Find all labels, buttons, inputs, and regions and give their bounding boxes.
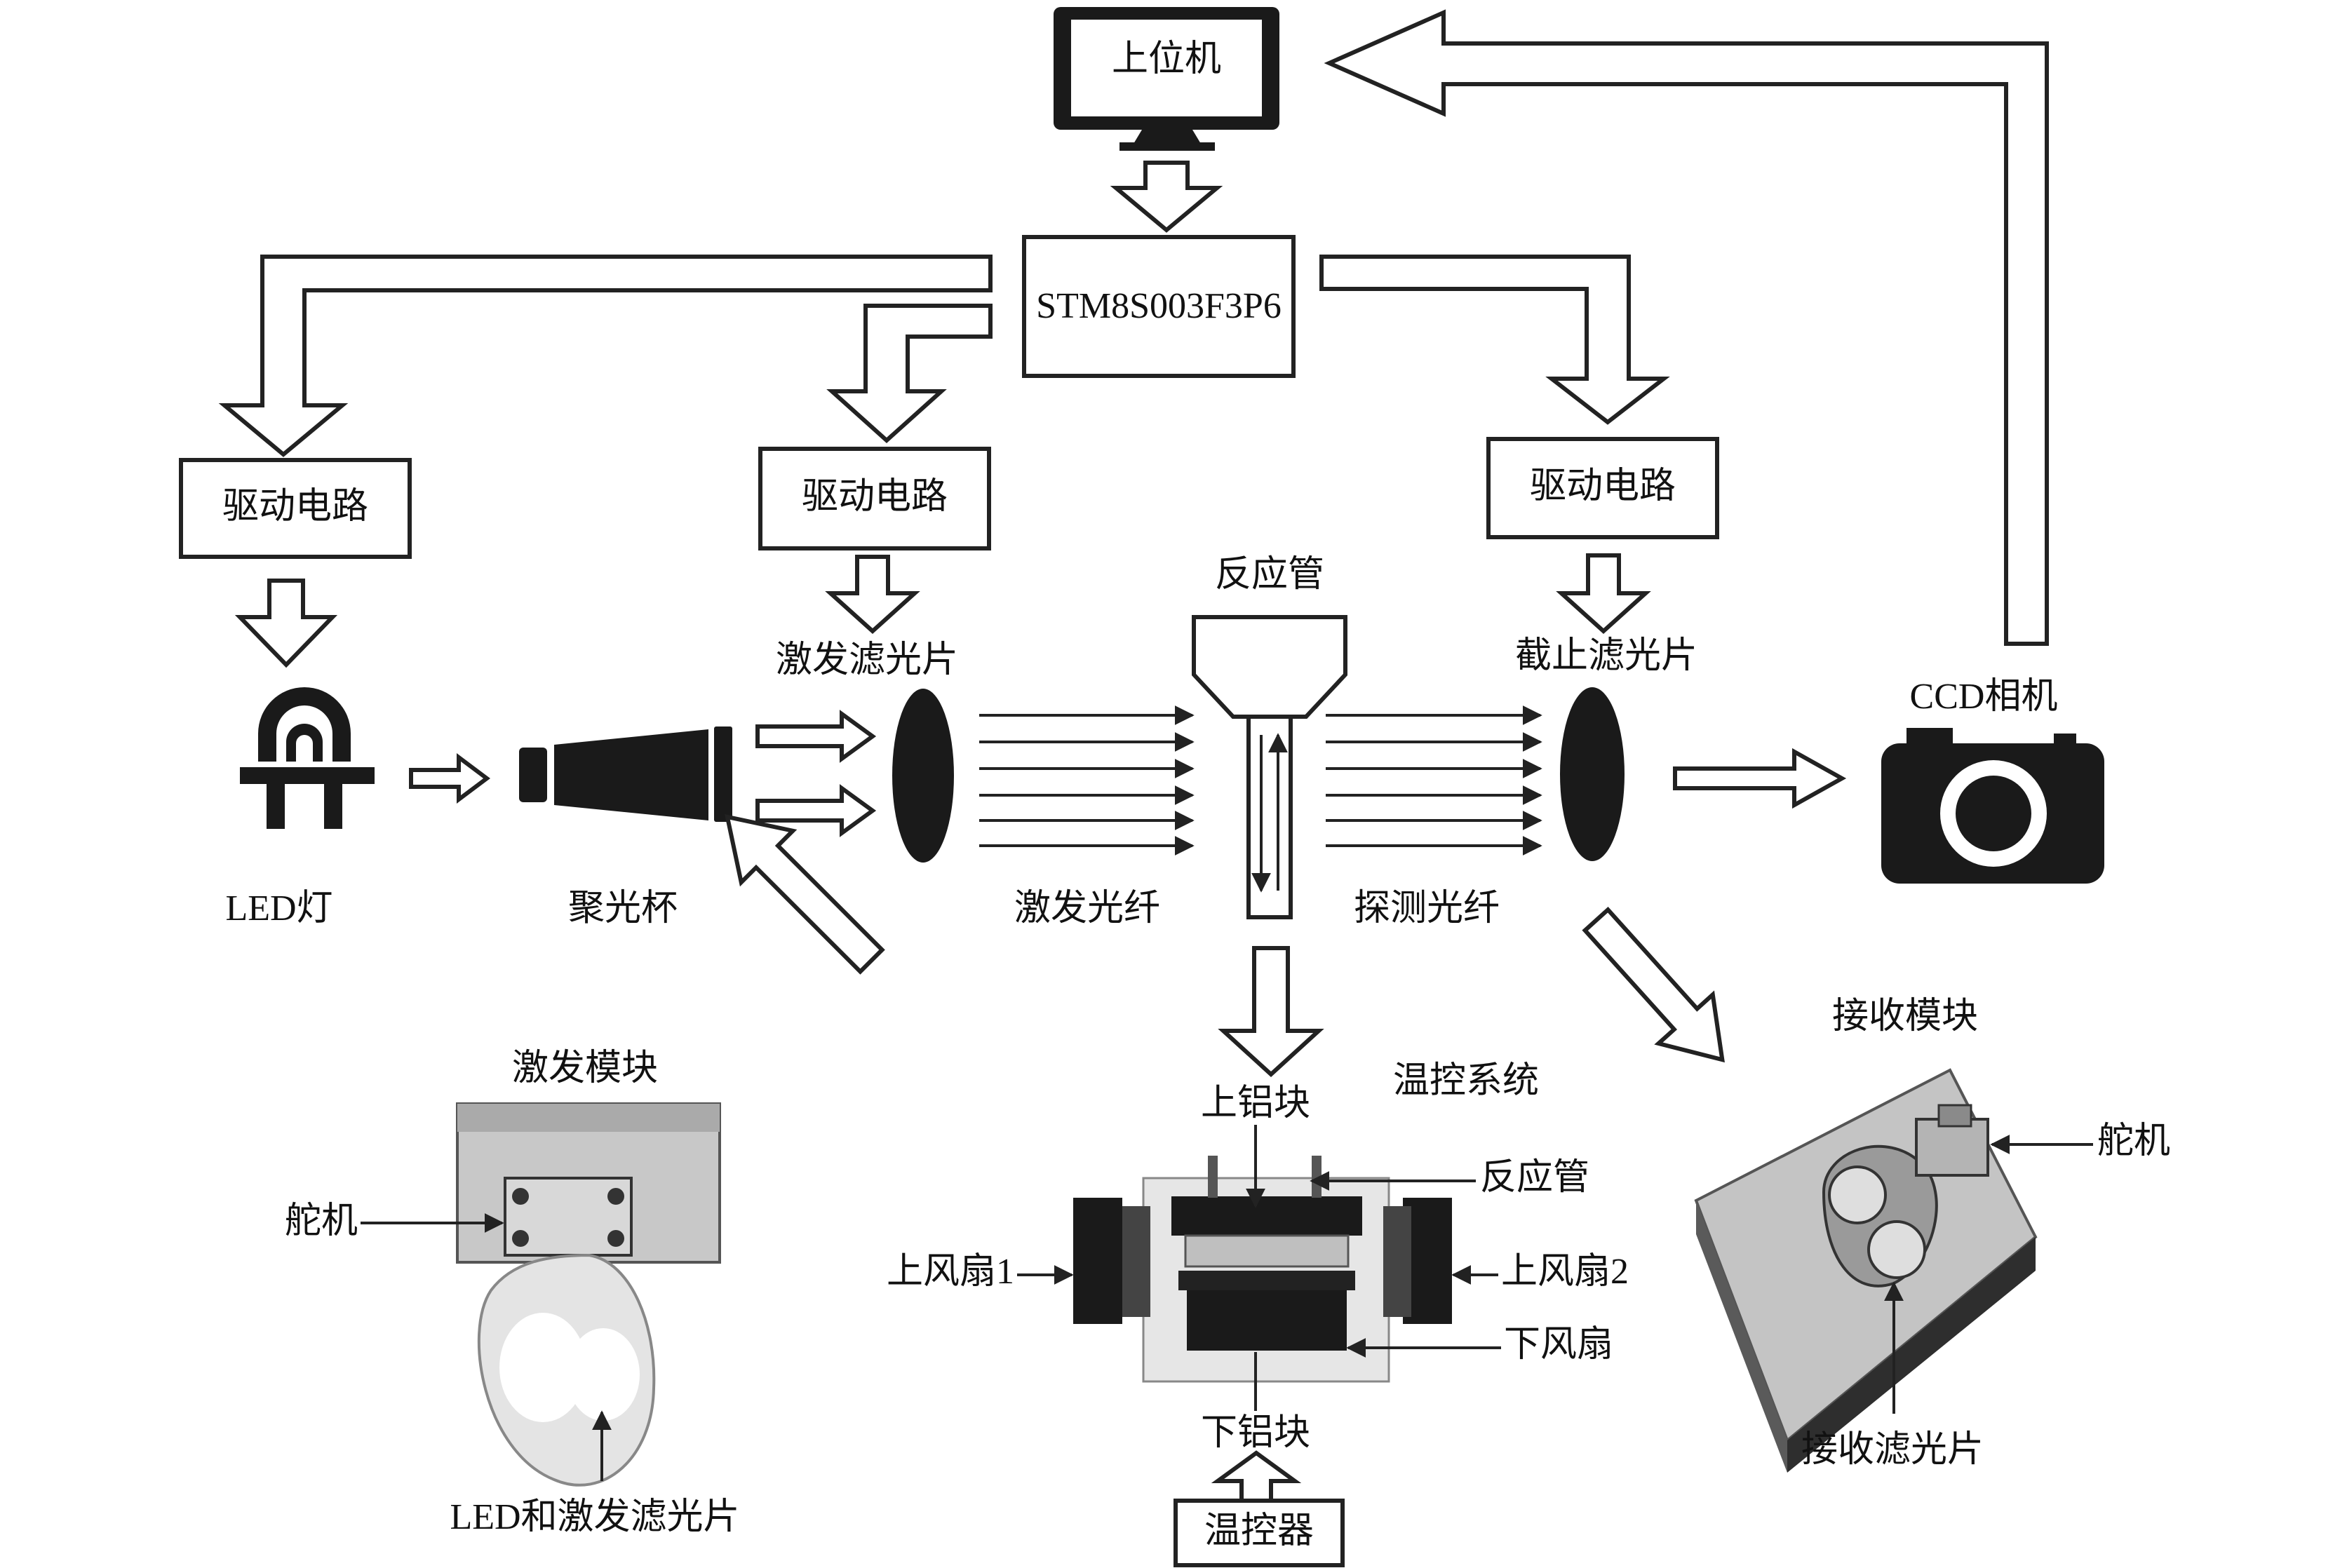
led-lamp-label: LED灯 xyxy=(225,888,332,928)
mcu-label: STM8S003F3P6 xyxy=(1036,286,1282,326)
temp-controller-label: 温控器 xyxy=(1204,1511,1314,1551)
condenser-cup-icon xyxy=(519,726,732,822)
arrow-led-to-cup xyxy=(409,753,490,804)
arrow-to-excitation-module xyxy=(725,814,885,975)
cutoff-filter-lens xyxy=(1560,687,1625,861)
lower-fan-label: 下风扇 xyxy=(1504,1325,1613,1365)
receive-module-image xyxy=(1694,1068,2038,1473)
cutoff-filter-label: 截止滤光片 xyxy=(1515,636,1697,676)
reaction-tube-label: 反应管 xyxy=(1215,555,1324,595)
receive-module-title: 接收模块 xyxy=(1832,996,1978,1036)
ccd-camera-icon xyxy=(1881,728,2104,884)
host-pc-monitor-icon xyxy=(1054,7,1279,151)
upper-fan-1-label: 上风扇1 xyxy=(887,1252,1014,1292)
detection-light-rays xyxy=(1326,705,1542,856)
arrow-filter-to-ccd xyxy=(1673,748,1847,809)
arrow-cup-to-filter-2 xyxy=(755,784,877,837)
arrow-mcu-to-driver-3 xyxy=(1319,255,1670,425)
excitation-servo-label: 舵机 xyxy=(285,1201,358,1241)
excitation-light-rays xyxy=(979,705,1195,856)
arrow-cup-to-filter-1 xyxy=(755,710,877,763)
excitation-module-image xyxy=(456,1102,721,1487)
excitation-filter-lens xyxy=(892,689,954,863)
arrow-mcu-to-driver-1 xyxy=(218,255,993,457)
arrow-host-to-mcu xyxy=(1110,161,1223,233)
arrow-controller-to-block xyxy=(1211,1450,1302,1503)
temp-tube-label: 反应管 xyxy=(1480,1158,1589,1198)
arrow-driver2-to-filter xyxy=(825,555,920,635)
upper-fan-2-label: 上风扇2 xyxy=(1501,1252,1629,1292)
led-and-filter-label: LED和激发滤光片 xyxy=(450,1497,739,1537)
excitation-module-title: 激发模块 xyxy=(512,1048,658,1088)
receive-servo-label: 舵机 xyxy=(2097,1121,2170,1161)
arrow-to-receive-module xyxy=(1582,907,1725,1063)
upper-block-label: 上铝块 xyxy=(1201,1083,1310,1123)
lower-block-label: 下铝块 xyxy=(1201,1413,1310,1453)
host-pc-label: 上位机 xyxy=(1112,39,1221,79)
driver-label-3: 驱动电路 xyxy=(1530,466,1676,506)
driver-box-1 xyxy=(179,458,412,559)
ccd-camera-label: CCD相机 xyxy=(1910,677,2058,717)
arrow-ccd-to-host xyxy=(1324,9,2049,646)
condenser-cup-label: 聚光杯 xyxy=(568,888,678,928)
driver-label-1: 驱动电路 xyxy=(222,487,368,527)
driver-box-2 xyxy=(758,447,991,550)
arrow-driver1-to-led xyxy=(234,579,338,668)
receive-filter-label: 接收滤光片 xyxy=(1801,1430,1984,1470)
arrow-mcu-to-driver-2 xyxy=(826,304,993,444)
led-lamp-icon xyxy=(240,687,375,829)
arrow-to-temp-system xyxy=(1218,946,1324,1078)
driver-label-2: 驱动电路 xyxy=(802,477,948,517)
driver-box-3 xyxy=(1486,437,1719,539)
arrow-driver3-to-cutoff xyxy=(1556,553,1651,635)
reaction-tube-icon xyxy=(1192,615,1347,919)
detection-fiber-label: 探测光纤 xyxy=(1354,888,1500,928)
temp-system-title: 温控系统 xyxy=(1393,1061,1539,1101)
excitation-filter-label: 激发滤光片 xyxy=(776,640,958,680)
mcu-box xyxy=(1022,235,1296,378)
temp-controller-box xyxy=(1174,1499,1345,1567)
excitation-fiber-label: 激发光纤 xyxy=(1014,888,1160,928)
